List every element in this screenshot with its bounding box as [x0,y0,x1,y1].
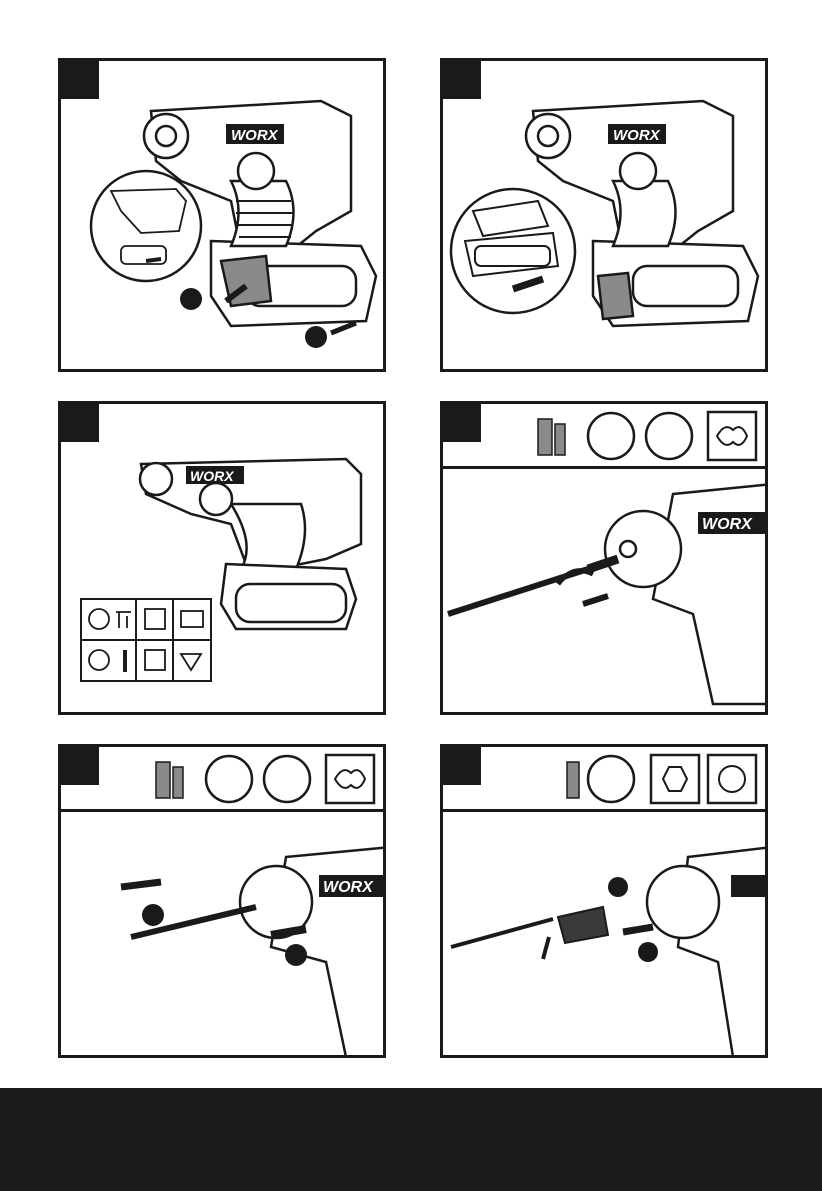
brand-logo: WORX [190,468,235,484]
hammer-drill-icon [156,762,183,798]
battery-remove-icon [206,756,252,802]
battery-insertion-illustration: WORX [443,61,765,369]
hex-shank-icon [651,755,699,803]
brand-logo: WORX [613,127,661,144]
sds-shank-icon [708,412,756,460]
round-shank-icon [708,755,756,803]
page-footer-band [0,1088,822,1191]
figure-2-panel: WORX [440,58,768,372]
figure-6-panel [440,744,768,1058]
battery-remove-icon [588,756,634,802]
sds-shank-icon [326,755,374,803]
battery-remove-icon [588,413,634,459]
figure-3-panel: WORX [58,401,386,715]
drill-bit-icon [567,762,579,798]
figure-5-panel: WORX [58,744,386,1058]
gloves-icon [646,413,692,459]
brand-logo: WORX [323,879,374,896]
figure-1-panel: WORX [58,58,386,372]
bit-removal-illustration: WORX [61,747,383,1055]
figure-4-panel: WORX [440,401,768,715]
bit-insertion-illustration: WORX [443,404,765,712]
brand-logo: WORX [702,516,753,533]
battery-removal-illustration: WORX [61,61,383,369]
gloves-icon [264,756,310,802]
hammer-drill-icon [538,419,565,455]
chuck-adapter-illustration [443,747,765,1055]
mode-selection-illustration: WORX [61,404,383,712]
brand-logo: WORX [231,127,279,144]
